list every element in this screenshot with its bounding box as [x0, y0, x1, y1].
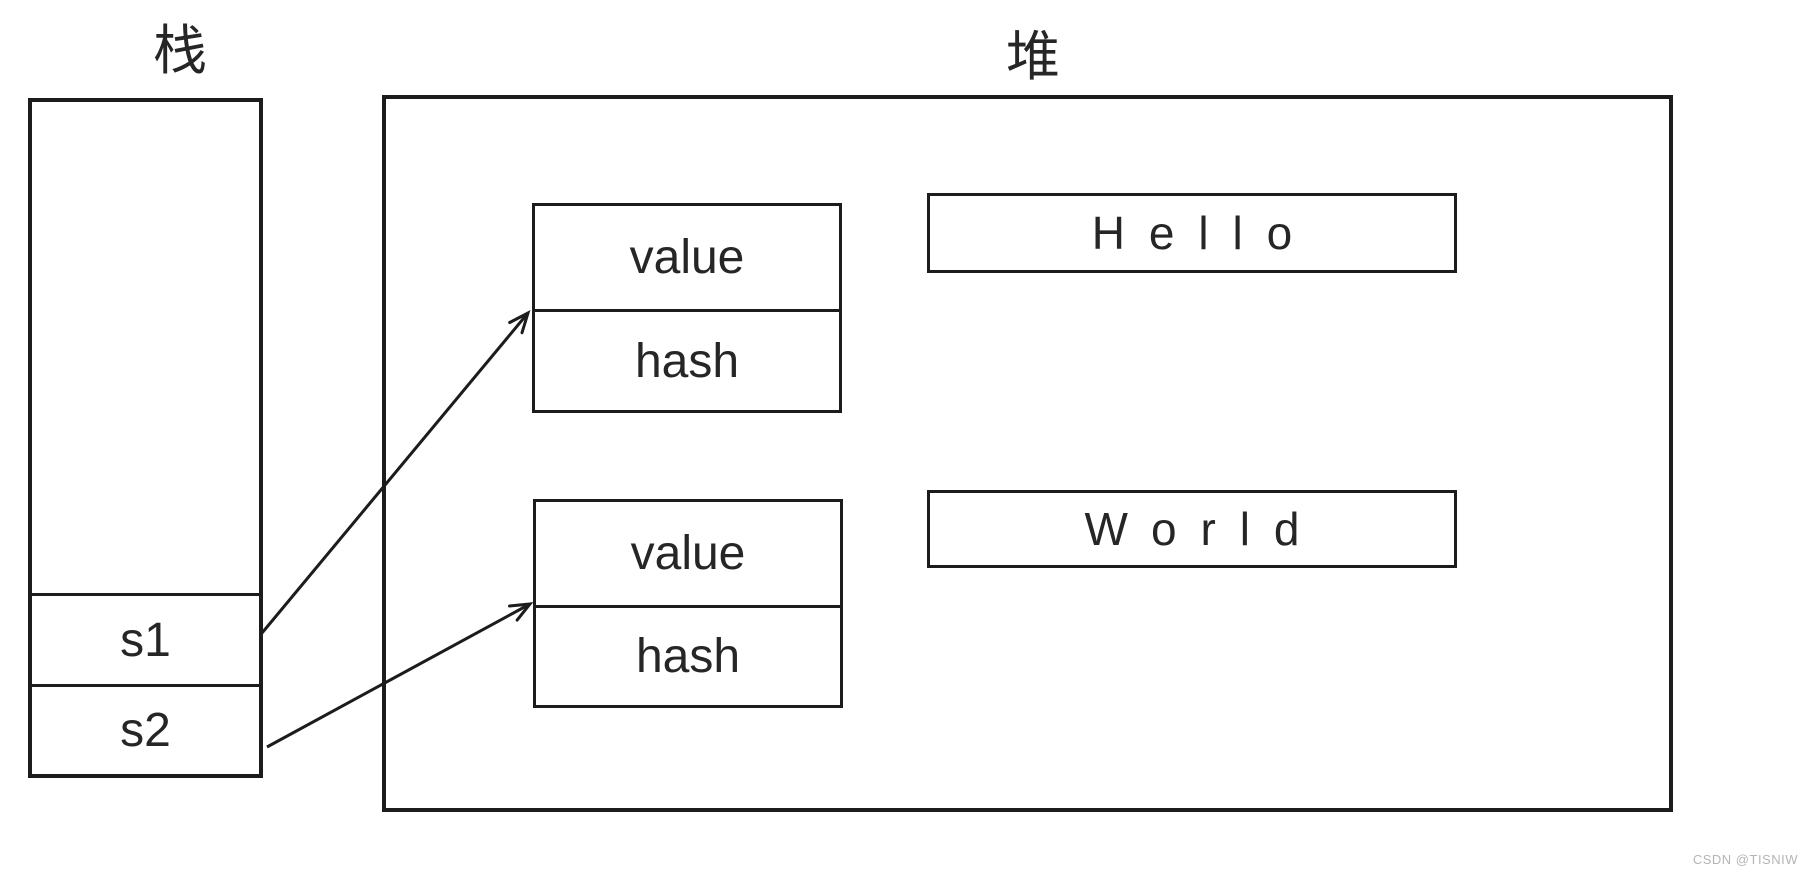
interned-string-world: World — [927, 490, 1457, 568]
heap-region-title: 堆 — [1006, 27, 1060, 87]
string-object-2: value hash — [533, 499, 843, 708]
string-object-1-hash-cell: hash — [634, 334, 740, 388]
string-object-2-hash-cell: hash — [635, 630, 741, 683]
string-object-1: value hash — [532, 203, 842, 413]
stack-box: s1 s2 — [28, 98, 263, 778]
stack-slot-s1-label: s1 — [120, 613, 171, 667]
interned-string-hello: Hello — [927, 193, 1457, 273]
stack-slot-s2-label: s2 — [120, 704, 171, 757]
stack-slot-s2: s2 — [32, 684, 259, 774]
string-object-1-value-cell: value — [535, 206, 839, 312]
stack-slot-s1: s1 — [32, 593, 259, 684]
watermark-text: CSDN @TISNIW — [1692, 852, 1798, 867]
stack-region-title: 栈 — [153, 21, 207, 81]
string-object-2-value-cell: value — [536, 502, 840, 608]
